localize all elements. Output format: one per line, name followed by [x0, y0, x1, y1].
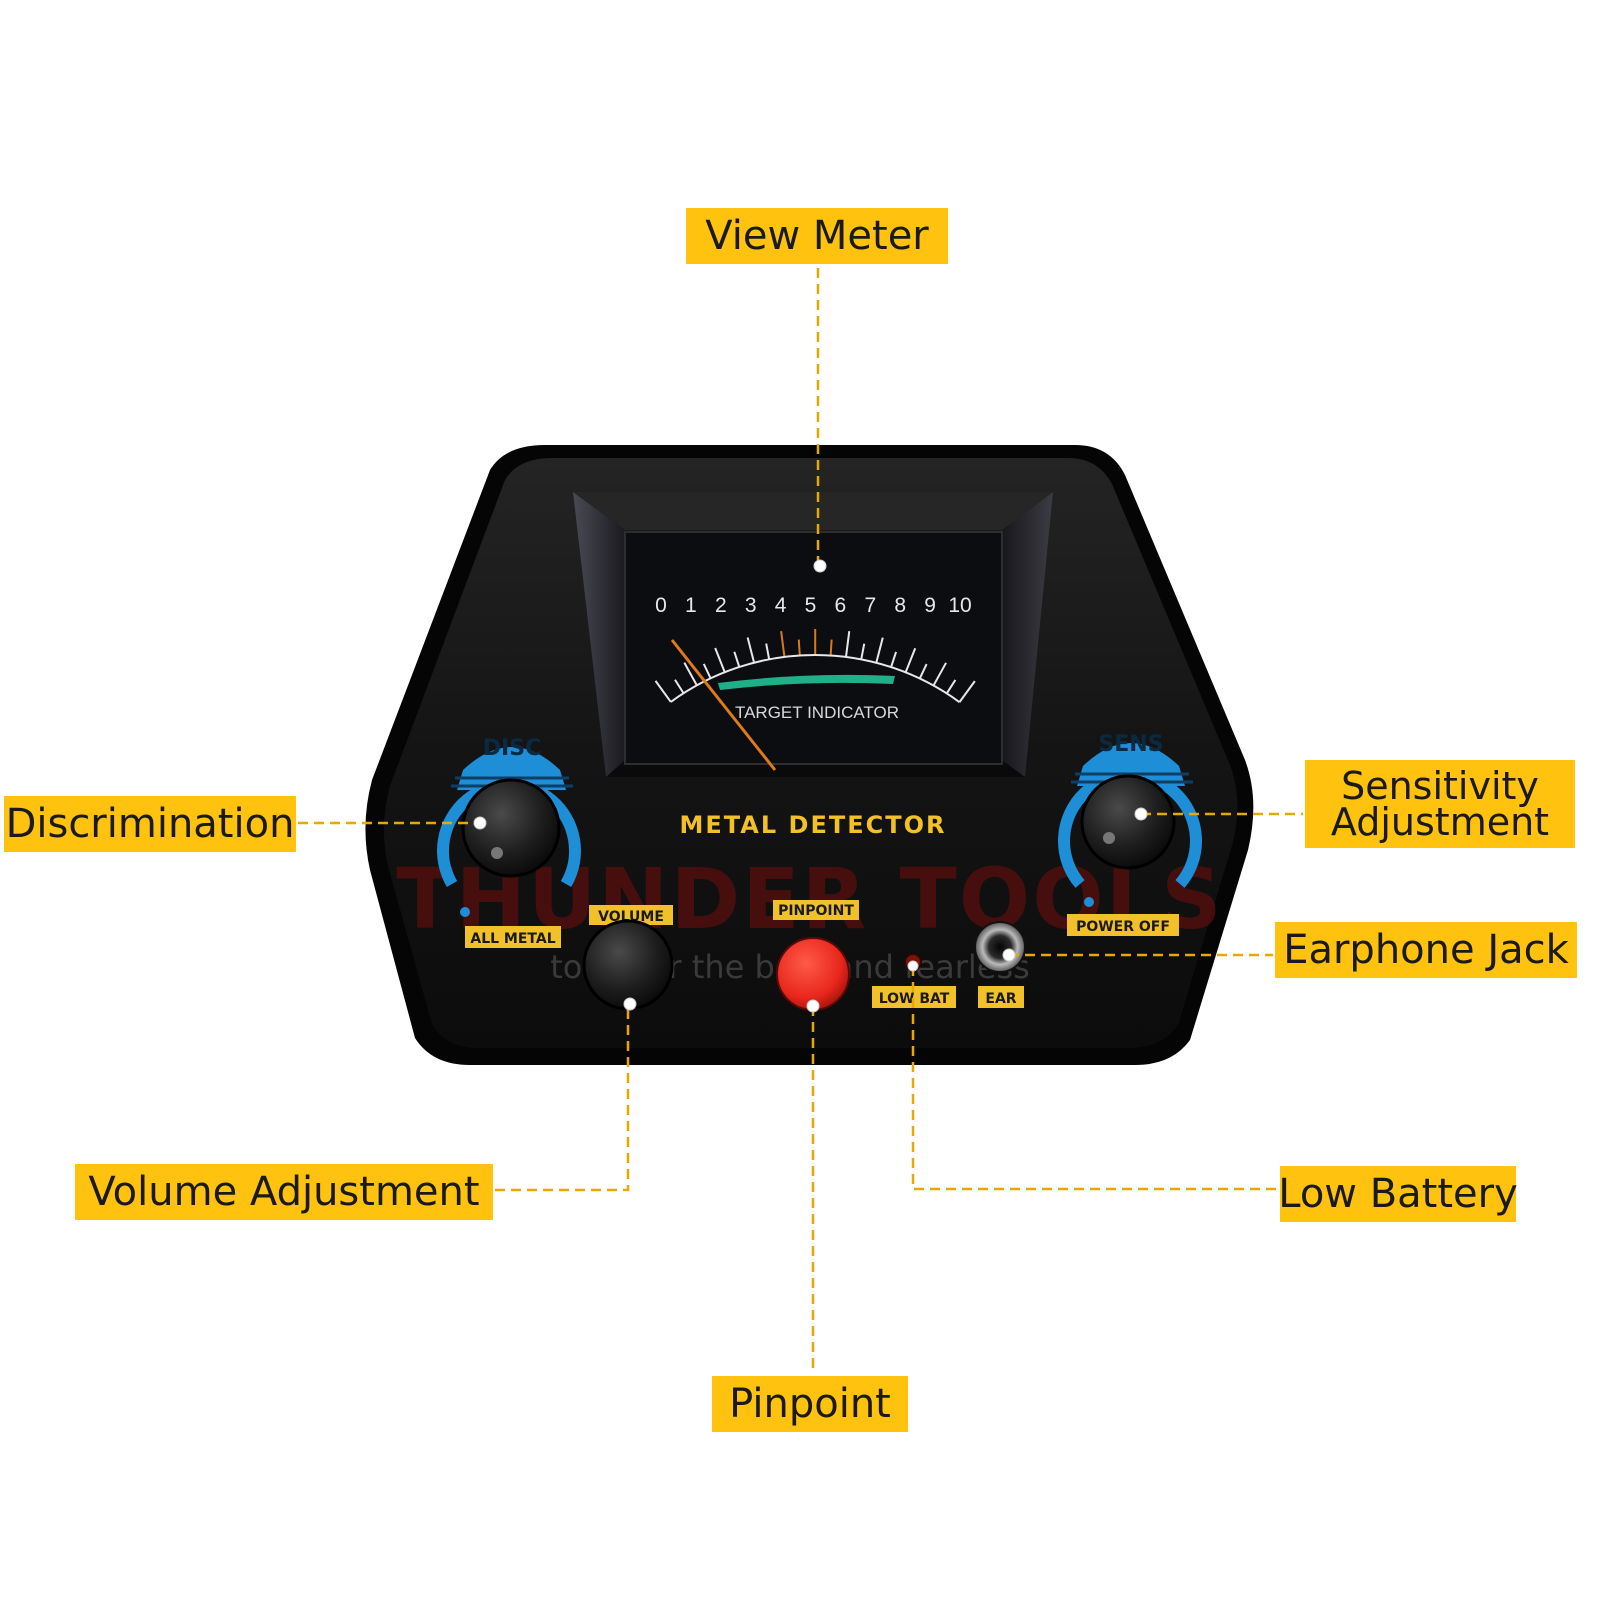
- low-bat-tag: [872, 986, 956, 1008]
- ear-label: EAR: [985, 991, 1016, 1007]
- meter-tick: [945, 679, 957, 694]
- meter-tick: [674, 679, 685, 694]
- meter-tick: [797, 639, 801, 656]
- panel-title: METAL DETECTOR: [680, 811, 947, 839]
- meter-tick: [714, 647, 726, 673]
- meter-tick: [780, 630, 786, 658]
- volume-knob[interactable]: [582, 919, 674, 1011]
- callout-earphone-jack-text: Earphone Jack: [1283, 927, 1569, 973]
- meter-tick: [958, 680, 976, 703]
- sens-knob[interactable]: [1080, 774, 1176, 870]
- meter-tick: [683, 662, 698, 686]
- callout-volume-adjustment-text: Volume Adjustment: [88, 1169, 480, 1215]
- endpoint-dot: [813, 559, 827, 573]
- earphone-jack[interactable]: [974, 921, 1026, 973]
- meter-scale-number: 3: [745, 594, 757, 617]
- disc-knob[interactable]: [461, 778, 561, 878]
- meter-scale-number: 1: [685, 594, 697, 617]
- callout-discrimination: Discrimination: [4, 796, 296, 852]
- meter-scale-number: 10: [948, 594, 971, 617]
- meter-scale-number: 7: [864, 594, 876, 617]
- callout-discrimination-text: Discrimination: [5, 801, 295, 847]
- callout-pinpoint: Pinpoint: [712, 1376, 908, 1432]
- ear-tag: [978, 986, 1024, 1008]
- meter-window: [624, 531, 1003, 765]
- meter-tick: [860, 643, 866, 660]
- meter-scale-number: 2: [715, 594, 727, 617]
- all-metal-tag: [465, 926, 561, 948]
- callout-low-battery-text: Low Battery: [1278, 1171, 1518, 1217]
- disc-knob-indicator-dot: [491, 847, 503, 859]
- callout-earphone-jack: Earphone Jack: [1275, 922, 1577, 978]
- meter-tick: [904, 647, 917, 673]
- sens-knob-group[interactable]: SENS: [1058, 732, 1202, 907]
- pinpoint-button[interactable]: [776, 937, 850, 1011]
- callout-view-meter-text: View Meter: [705, 213, 929, 259]
- sens-knob-indicator-dot: [1103, 832, 1115, 844]
- sens-label: SENS: [1098, 732, 1163, 757]
- meter-ticks: [654, 628, 976, 703]
- meter-green-band: [718, 674, 895, 690]
- meter-needle: [670, 639, 777, 771]
- endpoint-dot: [473, 816, 487, 830]
- endpoint-dot: [806, 999, 820, 1013]
- meter-tick: [702, 663, 712, 679]
- meter-scale-number: 6: [835, 594, 847, 617]
- pinpoint-label: PINPOINT: [778, 903, 854, 919]
- leader-low-battery: [911, 966, 1278, 1191]
- meter-tick: [844, 631, 851, 658]
- all-metal-label: ALL METAL: [470, 931, 555, 947]
- meter-hood-right-wall: [1002, 492, 1053, 777]
- meter-scale-number: 9: [924, 594, 936, 617]
- disc-label: DISC: [483, 736, 541, 761]
- callout-low-battery: Low Battery: [1278, 1166, 1518, 1222]
- meter-tick: [733, 651, 741, 668]
- meter-tick: [654, 680, 672, 703]
- power-off-tag: [1067, 914, 1179, 936]
- callout-sensitivity-line2: Adjustment: [1330, 800, 1550, 844]
- disc-knob-group[interactable]: DISC: [437, 736, 581, 917]
- meter-scale-number: 0: [655, 594, 667, 617]
- meter-arc: [670, 654, 961, 703]
- meter-label: TARGET INDICATOR: [735, 703, 899, 722]
- callout-view-meter: View Meter: [686, 208, 948, 264]
- meter-scale-number: 5: [805, 594, 817, 617]
- meter-scale-number: 4: [775, 594, 787, 617]
- callout-volume-adjustment: Volume Adjustment: [75, 1164, 493, 1220]
- meter-tick: [746, 637, 756, 663]
- meter-tick: [890, 651, 898, 668]
- meter-tick: [918, 663, 928, 679]
- endpoint-dot: [623, 997, 637, 1011]
- volume-tag: [589, 905, 673, 925]
- meter-tick: [875, 637, 884, 664]
- meter-hood-top: [573, 492, 1053, 530]
- volume-label: VOLUME: [598, 909, 664, 925]
- disc-blue-dot: [460, 907, 470, 917]
- power-off-label: POWER OFF: [1076, 919, 1170, 935]
- leader-volume: [495, 1004, 630, 1192]
- callout-sensitivity-line1: Sensitivity: [1341, 764, 1539, 808]
- endpoint-dot: [907, 960, 919, 972]
- meter-tick: [829, 639, 833, 656]
- meter-hood-left-wall: [573, 492, 625, 777]
- sens-blue-dot: [1084, 897, 1094, 907]
- meter-tick: [765, 643, 771, 660]
- callout-pinpoint-text: Pinpoint: [729, 1381, 891, 1427]
- meter-tick: [932, 662, 947, 687]
- endpoint-dot: [1134, 807, 1148, 821]
- callout-sensitivity-adjustment: Sensitivity Adjustment: [1305, 760, 1575, 848]
- meter-scale-number: 8: [894, 594, 906, 617]
- pinpoint-tag: [773, 900, 859, 920]
- endpoint-dot: [1002, 948, 1016, 962]
